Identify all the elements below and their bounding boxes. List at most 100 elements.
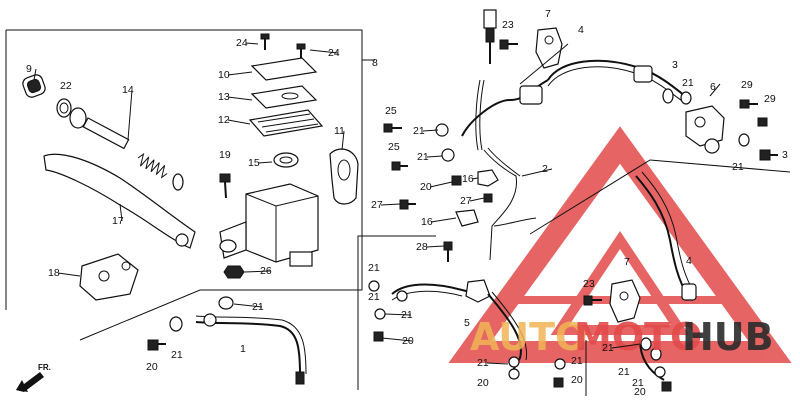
callout-p27b: 27	[460, 195, 472, 207]
leader-line-p27b	[469, 197, 485, 202]
clip-16-a	[477, 169, 499, 187]
bolt-29-a	[739, 99, 758, 109]
callout-p23a: 23	[502, 19, 514, 31]
callout-p6: 6	[710, 81, 716, 93]
callout-p8: 8	[372, 57, 378, 69]
callout-p28: 28	[416, 241, 428, 253]
callout-p11: 11	[334, 125, 345, 137]
diaphragm-part	[248, 109, 324, 137]
callout-p21i: 21	[401, 309, 413, 321]
callout-p21m: 21	[618, 366, 630, 378]
callout-p25a: 25	[385, 105, 397, 117]
callout-p13: 13	[218, 91, 230, 103]
washer-3-upper	[662, 88, 674, 104]
callout-p20f: 20	[634, 386, 646, 398]
bolt-front-a	[147, 339, 166, 351]
leader-line-p26	[243, 270, 271, 273]
joint-part-7-lower	[609, 279, 641, 323]
front-direction-label: FR.	[38, 363, 51, 372]
caliper-joint-6-part	[685, 105, 725, 154]
washer-21-r-a	[640, 337, 652, 351]
callout-p21n: 21	[632, 377, 644, 389]
callout-p21k: 21	[571, 355, 583, 367]
leader-line-p16b	[430, 217, 457, 223]
callout-p20b: 20	[420, 181, 432, 193]
bolt-28	[443, 241, 453, 262]
callout-p1: 1	[240, 343, 246, 355]
leader-line-p28	[425, 245, 445, 248]
reservoir-cap-part	[250, 57, 318, 81]
callout-p15: 15	[248, 157, 260, 169]
callout-p22: 22	[60, 80, 72, 92]
bolt-20-mid	[451, 175, 462, 186]
callout-p21f: 21	[417, 151, 429, 163]
bolt-27-a	[399, 199, 416, 210]
leader-line-p21j	[486, 362, 509, 365]
callout-p26: 26	[260, 265, 272, 277]
callout-p21e: 21	[413, 125, 425, 137]
watermark-text: AUTO MOTO HUB	[470, 315, 774, 359]
leader-line-p24b	[309, 49, 339, 54]
washer-21-low-d	[554, 358, 566, 370]
leader-line-p20c	[381, 337, 413, 342]
clip-16-b	[455, 209, 479, 227]
leader-line-p11	[341, 130, 345, 151]
callout-p16a: 16	[462, 173, 474, 185]
washer-21-upper	[680, 91, 692, 105]
bolt-20-low	[373, 331, 384, 342]
callout-p4b: 4	[686, 255, 692, 267]
callout-p20d: 20	[477, 377, 489, 389]
pivot-nut-part	[223, 265, 245, 279]
callout-p27a: 27	[371, 199, 383, 211]
bolt-23-lower	[583, 295, 602, 306]
callout-p20c: 20	[402, 335, 414, 347]
brake-switch-part	[475, 9, 497, 151]
diaphragm-plate-part	[250, 85, 318, 109]
callout-p20a: 20	[146, 361, 158, 373]
callout-p12: 12	[218, 114, 230, 126]
callout-p20e: 20	[571, 374, 583, 386]
piston-set-part	[69, 107, 184, 191]
callout-p2: 2	[542, 163, 548, 175]
callout-p4a: 4	[578, 24, 584, 36]
washer-front-b	[169, 316, 183, 332]
front-brake-hose-part	[195, 313, 307, 385]
cap-screw-left	[260, 33, 270, 50]
leader-line-p9	[33, 68, 37, 81]
leader-line-p21a	[233, 303, 263, 308]
washer-front-a	[218, 296, 234, 310]
connector-lines	[519, 43, 791, 235]
callout-p21l: 21	[602, 342, 614, 354]
upper-brake-hose-part	[461, 59, 691, 137]
circlip-part	[56, 98, 72, 118]
bleed-screw-3-right	[759, 149, 778, 161]
washer-21-r-b	[650, 347, 662, 361]
washer-21-low-a	[368, 280, 380, 292]
brake-pipe-2-part	[483, 147, 537, 261]
master-cylinder-group-frame	[5, 29, 375, 341]
callout-p14: 14	[122, 84, 134, 96]
leader-line-p27a	[380, 203, 401, 206]
callout-p21g: 21	[368, 262, 380, 274]
washer-21-mid-b	[441, 148, 455, 162]
callout-p21h: 21	[368, 291, 380, 303]
bolt-23-upper	[499, 39, 518, 50]
cap-screw-right	[296, 43, 306, 58]
watermark-auto: AUTO	[470, 315, 587, 359]
rear-brake-hose-part	[391, 279, 528, 380]
leader-line-p17	[119, 203, 123, 222]
brake-lever-part	[43, 153, 196, 249]
callout-p24a: 24	[236, 37, 248, 49]
leader-line-p12	[227, 119, 251, 125]
leader-line-p10	[227, 71, 253, 76]
float-part	[273, 152, 299, 168]
washer-21-low-b	[374, 308, 386, 320]
leader-line-p21e	[422, 129, 439, 132]
bolt-20-r	[661, 381, 672, 392]
callout-p5: 5	[464, 317, 470, 329]
callout-p10: 10	[218, 69, 230, 81]
rear-hose-group-frame	[357, 235, 587, 396]
washer-21-low-c	[508, 356, 520, 368]
